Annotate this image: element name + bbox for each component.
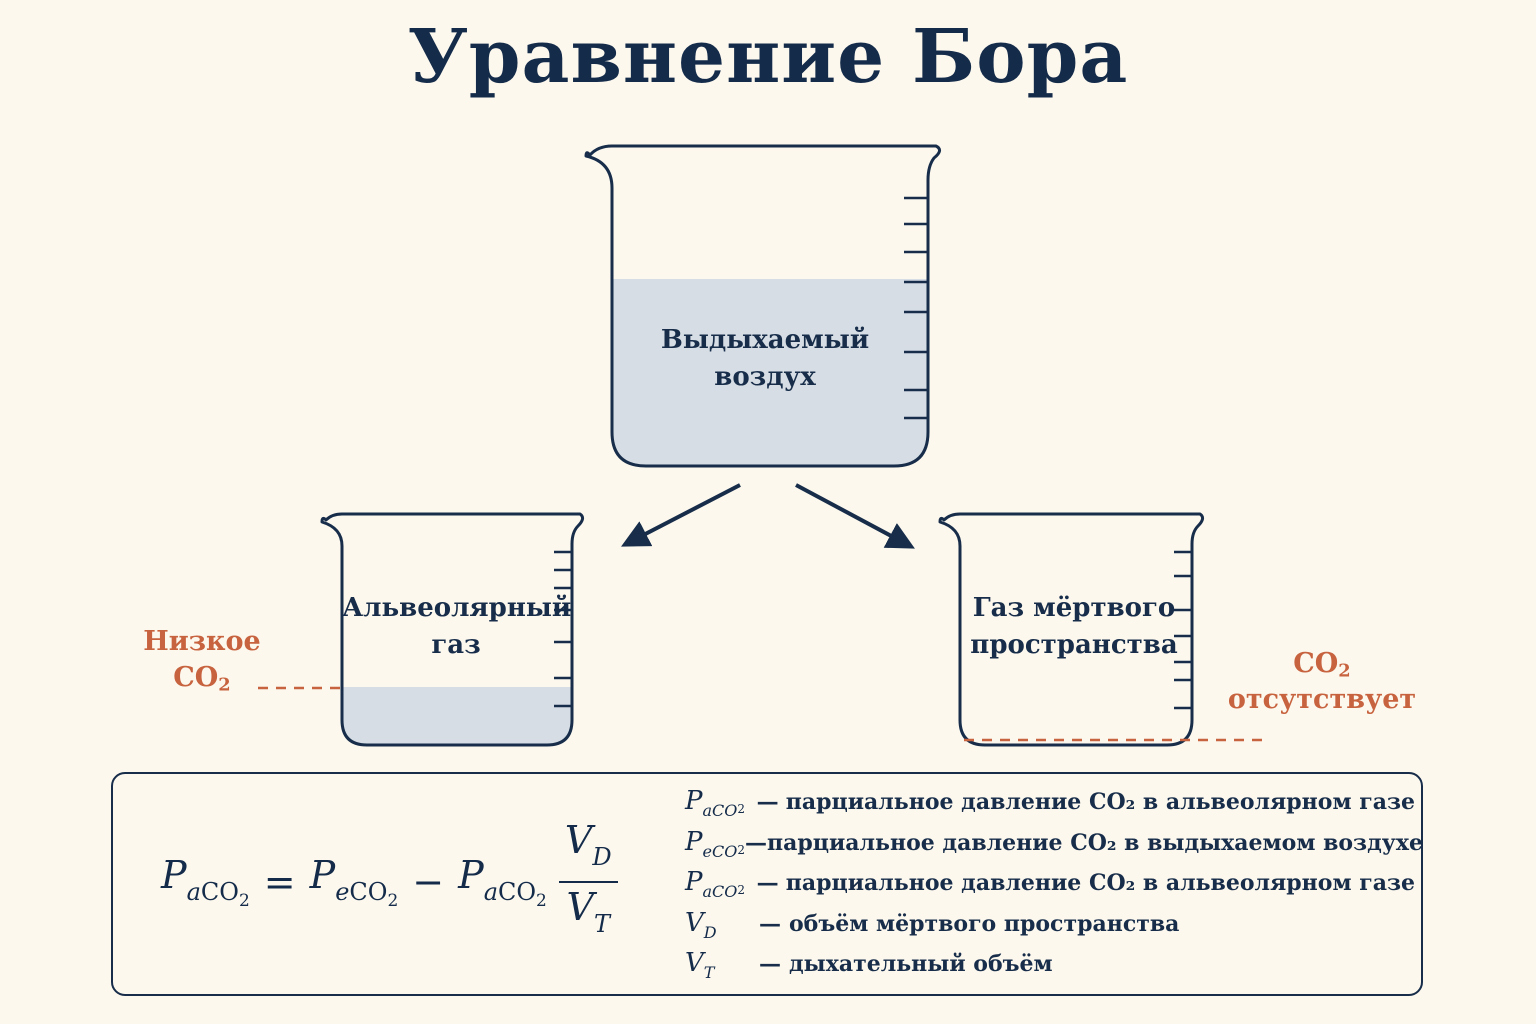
beaker-alveolar-gas-outline [320,512,585,747]
label-dead-space-line2: пространства [970,630,1178,660]
legend-dash: — [759,951,781,977]
beaker-dead-space-scale [1174,550,1192,710]
beaker-exhaled-air-outline [584,144,941,468]
legend-dash: — [756,789,779,815]
note-low-co2-sub: 2 [218,674,231,696]
note-low-co2: Низкое CO2 [132,624,272,696]
arrow-to-alveolar [621,483,741,547]
legend-text: объём мёртвого пространства [789,910,1180,937]
variable-legend: PaCO2 — парциальное давление CO₂ в альве… [685,786,1423,989]
label-exhaled-air: Выдыхаемый воздух [612,322,918,396]
label-exhaled-air-line2: воздух [714,362,816,392]
note-low-co2-co: CO [173,662,219,693]
label-dead-space-line1: Газ мёртвого [972,593,1176,623]
note-no-co2: CO2 отсутствует [1222,646,1422,718]
eq-fraction-numerator: VD [564,817,612,871]
beaker-exhaled-air [584,144,941,468]
page-title: Уравнение Бора [407,14,1129,100]
legend-symbol: VD [685,907,717,942]
eq-term-peco2: PeCO2 [309,853,399,911]
note-no-co2-line1: CO2 [1222,646,1422,682]
eq-fraction-vd-vt: VD VT [558,816,618,949]
legend-dash: — [759,910,781,937]
label-alveolar-gas-line1: Альвеолярный [342,593,572,623]
legend-row: PaCO2 — парциальное давление CO₂ в альве… [685,786,1415,827]
legend-dash: — [756,870,779,896]
note-no-co2-co: CO [1293,648,1339,679]
formula-box: PaCO2 = PeCO2 − PaCO2 VD VT PaCO2 — парц… [111,772,1423,996]
beaker-exhaled-air-liquid [612,279,928,466]
beaker-alveolar-gas-scale [554,550,572,708]
label-dead-space: Газ мёртвого пространства [960,590,1188,664]
legend-text: дыхательный объём [789,951,1053,977]
label-exhaled-air-line1: Выдыхаемый [660,325,870,355]
legend-row: PeCO2 — парциальное давление CO₂ в выдых… [685,826,1423,868]
eq-equals: = [263,860,296,904]
legend-row: PaCO2 — парциальное давление CO₂ в альве… [685,867,1415,908]
eq-term-paco2-right: PaCO2 [458,853,547,911]
legend-row: VT — дыхательный объём [685,948,1415,989]
eq-fraction-denominator: VT [566,885,610,939]
beaker-exhaled-air-scale [904,196,928,420]
bohr-equation: PaCO2 = PeCO2 − PaCO2 VD VT [161,818,618,942]
note-low-co2-line2: CO2 [132,660,272,696]
eq-term-paco2-left: PaCO2 [161,853,250,911]
arrow-to-dead-space [795,483,915,549]
eq-minus: − [412,860,445,904]
eq-fraction-bar [558,880,618,884]
legend-symbol: PeCO2 [685,826,745,861]
legend-text: парциальное давление CO₂ в альвеолярном … [785,789,1415,815]
legend-symbol: PaCO2 [685,867,746,901]
legend-symbol: VT [685,948,715,982]
legend-row: VD — объём мёртвого пространства [685,908,1415,949]
label-alveolar-gas: Альвеолярный газ [342,590,572,664]
note-no-co2-line2: отсутствует [1227,684,1417,715]
legend-text: парциальное давление CO₂ в альвеолярном … [785,870,1415,896]
label-alveolar-gas-line2: газ [431,630,481,660]
beaker-alveolar-gas [320,512,585,747]
note-no-co2-sub: 2 [1338,660,1351,682]
beaker-alveolar-gas-liquid [342,687,572,745]
note-low-co2-line1: Низкое [143,626,261,657]
legend-text: парциальное давление CO₂ в выдыхаемом во… [766,829,1423,856]
legend-symbol: PaCO2 [685,786,746,820]
legend-dash: — [744,829,767,856]
